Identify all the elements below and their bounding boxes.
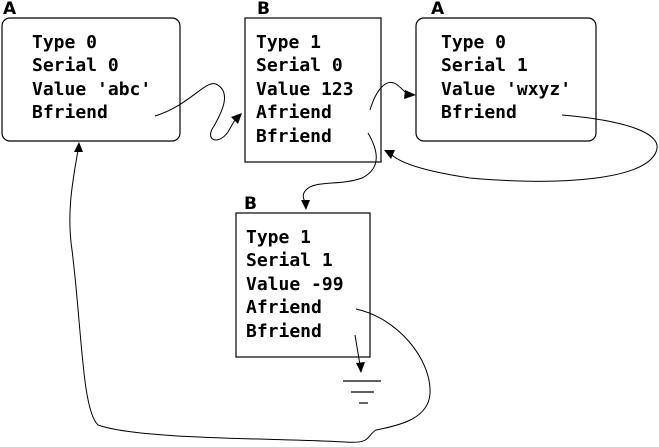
- node-label: A: [431, 0, 445, 19]
- field-serial: Serial 1: [441, 55, 528, 76]
- node-a-serial-1: A Type 0 Serial 1 Value 'wxyz' Bfriend: [415, 0, 597, 142]
- link-b1-afriend-to-a0: [69, 142, 431, 443]
- field-type: Type 1: [256, 32, 321, 53]
- field-value: Value 123: [256, 79, 354, 100]
- node-b-serial-1: B Type 1 Serial 1 Value -99 Afriend Bfri…: [235, 194, 371, 358]
- node-label: A: [3, 0, 17, 19]
- link-a0-bfriend-to-b0: [154, 83, 242, 141]
- node-box: [235, 212, 371, 358]
- field-serial: Serial 0: [256, 55, 343, 76]
- node-box: [415, 17, 597, 142]
- node-box: [244, 17, 382, 163]
- node-label: B: [244, 194, 257, 214]
- field-value: Value -99: [246, 274, 344, 295]
- field-bfriend: Bfriend: [246, 321, 322, 342]
- field-type: Type 0: [32, 32, 97, 53]
- field-value: Value 'wxyz': [441, 79, 571, 100]
- connectors: [69, 82, 658, 443]
- field-bfriend: Bfriend: [32, 102, 108, 123]
- field-type: Type 1: [246, 227, 311, 248]
- field-afriend: Afriend: [246, 297, 322, 318]
- node-label: B: [257, 0, 270, 19]
- field-type: Type 0: [441, 32, 506, 53]
- link-a1-bfriend-to-b0: [384, 114, 658, 182]
- node-b-serial-0: B Type 1 Serial 0 Value 123 Afriend Bfri…: [244, 0, 382, 163]
- field-afriend: Afriend: [256, 102, 332, 123]
- field-bfriend: Bfriend: [256, 126, 332, 147]
- ground-icon: [343, 380, 381, 404]
- link-b0-bfriend-to-b1: [301, 132, 377, 210]
- node-a-serial-0: A Type 0 Serial 0 Value 'abc' Bfriend: [1, 0, 181, 142]
- field-bfriend: Bfriend: [441, 102, 517, 123]
- field-serial: Serial 1: [246, 250, 333, 271]
- field-serial: Serial 0: [32, 55, 119, 76]
- link-b1-bfriend-to-null: [354, 334, 365, 373]
- node-box: [1, 17, 181, 142]
- field-value: Value 'abc': [32, 79, 151, 100]
- link-b0-afriend-to-a1: [369, 82, 416, 111]
